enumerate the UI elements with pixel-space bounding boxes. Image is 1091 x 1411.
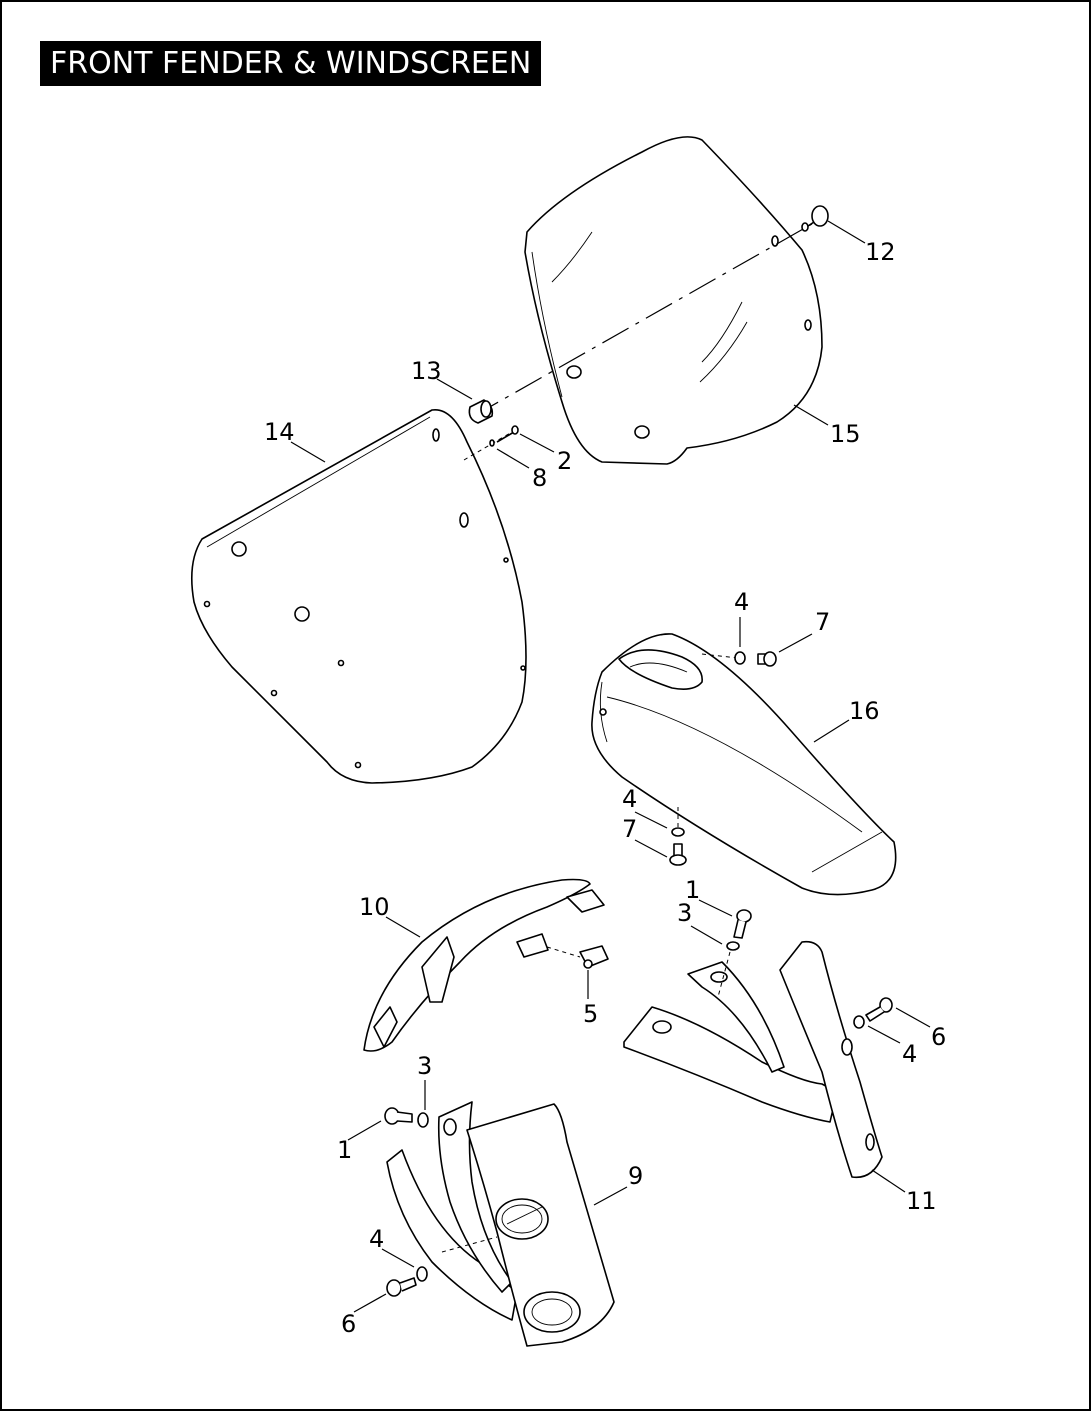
callout-6-left: 6 xyxy=(341,1310,356,1338)
bolt-part-6-right xyxy=(865,997,893,1022)
nut-part-7-upper xyxy=(757,651,777,667)
fender-support-part-11 xyxy=(623,940,883,1179)
washer-part-3-right xyxy=(726,941,740,951)
windscreen-brace-part-14 xyxy=(190,409,527,784)
callout-14: 14 xyxy=(264,418,295,446)
callout-9: 9 xyxy=(628,1162,643,1190)
callout-6-right: 6 xyxy=(931,1023,946,1051)
callout-1-right: 1 xyxy=(685,876,700,904)
bolt-part-1-right xyxy=(733,909,752,939)
fender-bracket-part-10 xyxy=(363,878,605,1052)
callout-16: 16 xyxy=(849,697,880,725)
washer-part-4-upper xyxy=(734,651,746,665)
fastener-part-12 xyxy=(801,205,829,232)
callout-7-fender-bottom: 7 xyxy=(622,815,637,843)
nut-part-7-lower xyxy=(669,843,687,866)
leader-lines xyxy=(290,220,931,1313)
callout-4-left: 4 xyxy=(369,1225,384,1253)
callout-4-right: 4 xyxy=(902,1040,917,1068)
callout-3-right: 3 xyxy=(677,899,692,927)
washer-part-4-left xyxy=(416,1266,428,1282)
fender-support-part-9 xyxy=(386,1101,615,1347)
front-fender-part-16 xyxy=(591,633,897,896)
washer-part-4-right xyxy=(853,1015,865,1029)
page-title: FRONT FENDER & WINDSCREEN xyxy=(40,41,542,86)
callout-13: 13 xyxy=(411,357,442,385)
callout-7-fender-top: 7 xyxy=(815,608,830,636)
bolt-part-6-left xyxy=(386,1277,417,1297)
callout-2: 2 xyxy=(557,447,572,475)
callout-8: 8 xyxy=(532,464,547,492)
callout-10: 10 xyxy=(359,893,390,921)
callout-15: 15 xyxy=(830,420,861,448)
washer-part-8 xyxy=(489,439,495,447)
callout-4-fender-bottom: 4 xyxy=(622,785,637,813)
grommet-part-13 xyxy=(468,399,494,424)
callout-12: 12 xyxy=(865,238,896,266)
bolt-part-1-left xyxy=(384,1107,413,1125)
clip-part-5 xyxy=(579,945,609,969)
washer-part-4-lower xyxy=(671,827,685,837)
screw-part-2 xyxy=(496,425,519,443)
callout-5: 5 xyxy=(583,1000,598,1028)
callout-11: 11 xyxy=(906,1187,937,1215)
callout-4-fender-top: 4 xyxy=(734,588,749,616)
washer-part-3-left xyxy=(417,1112,429,1128)
callout-1-left: 1 xyxy=(337,1136,352,1164)
callout-3-left: 3 xyxy=(417,1052,432,1080)
windscreen-part-15 xyxy=(524,136,823,465)
